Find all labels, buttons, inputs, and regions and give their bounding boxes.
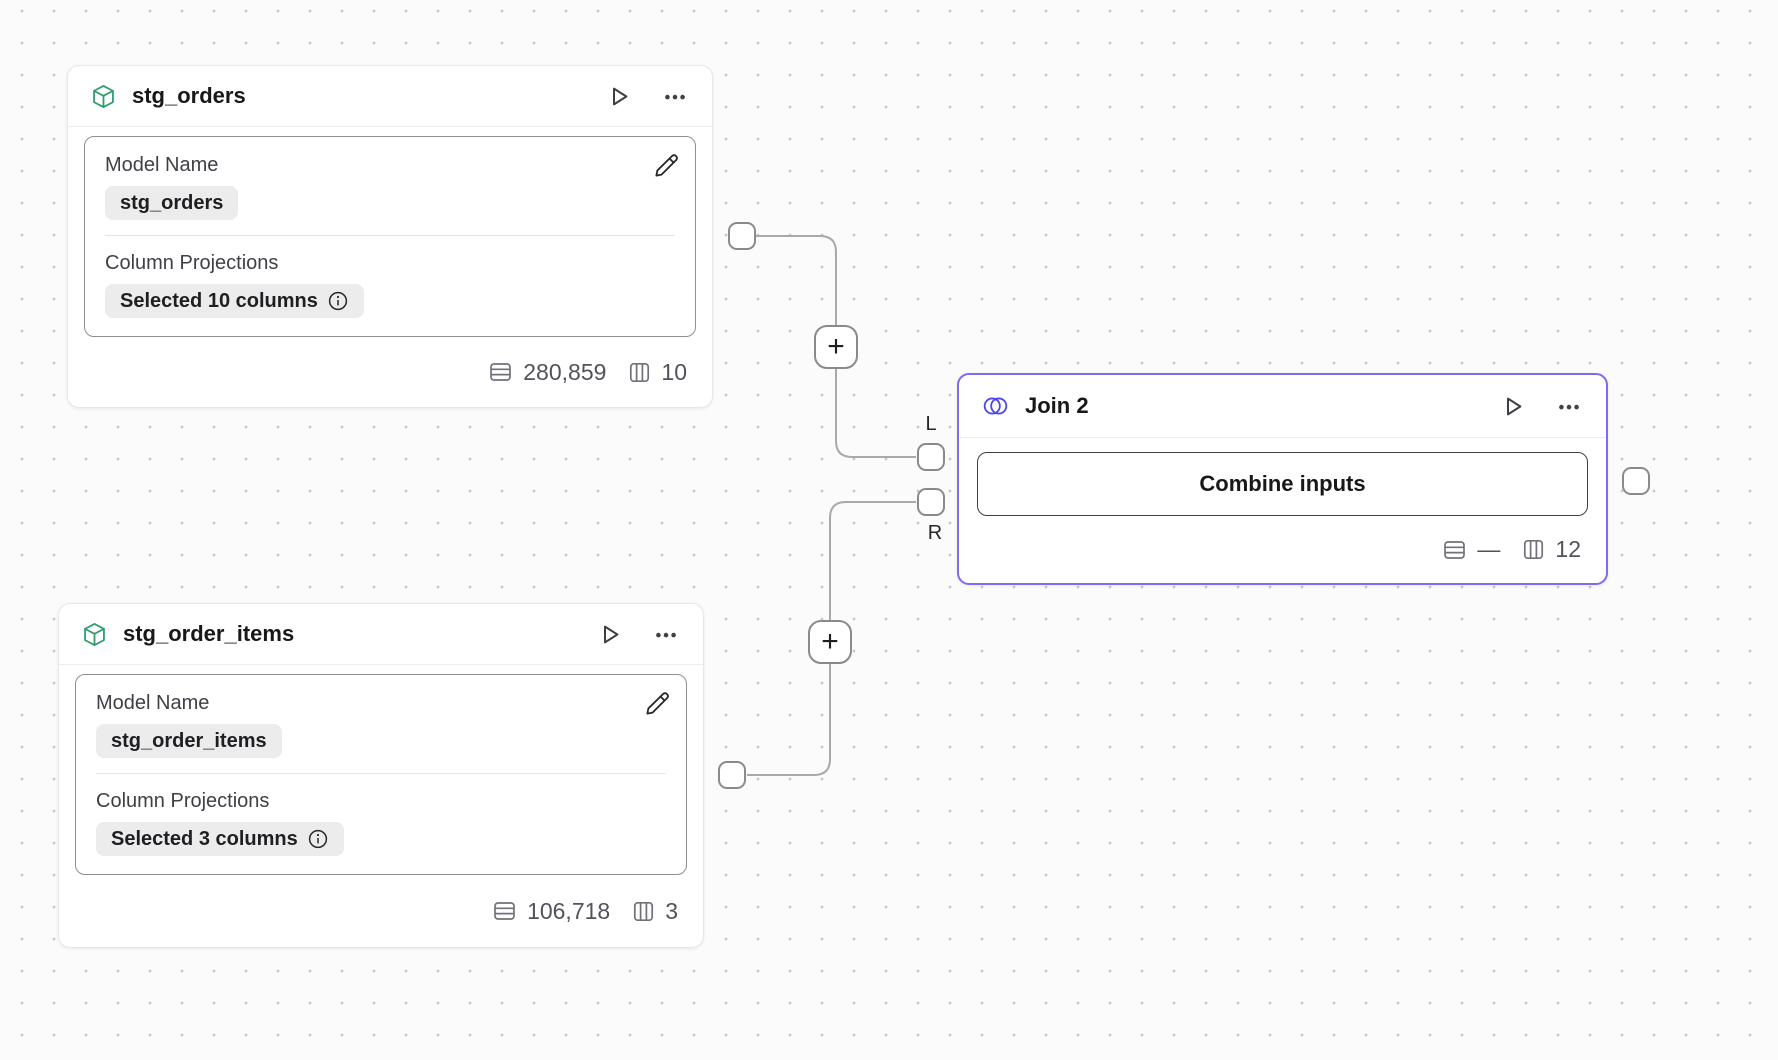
edit-pencil-icon[interactable] bbox=[651, 150, 682, 181]
node-join-2-header: Join 2 bbox=[959, 375, 1606, 438]
row-count: 280,859 bbox=[523, 358, 607, 385]
column-count: 3 bbox=[665, 897, 678, 924]
columns-icon bbox=[628, 361, 651, 384]
column-count: 12 bbox=[1555, 536, 1581, 562]
node-config-panel: Model Name stg_orders Column Projections… bbox=[84, 136, 696, 337]
column-projections-label: Column Projections bbox=[96, 790, 270, 812]
panel-divider bbox=[105, 235, 675, 236]
join-left-port-label: L bbox=[925, 413, 937, 435]
rows-icon bbox=[1442, 539, 1467, 561]
column-count-stat: 12 bbox=[1522, 536, 1581, 563]
add-node-on-wire-button-top[interactable]: + bbox=[814, 325, 858, 369]
node-stg-order-items[interactable]: stg_order_items bbox=[58, 603, 704, 948]
combine-inputs-button[interactable]: Combine inputs bbox=[977, 452, 1588, 516]
info-icon[interactable] bbox=[307, 828, 329, 850]
node-config-panel: Model Name stg_order_items Column Projec… bbox=[75, 674, 687, 875]
node-title: Join 2 bbox=[1025, 393, 1089, 418]
row-count: — bbox=[1477, 536, 1501, 562]
node-title: stg_order_items bbox=[123, 621, 295, 646]
columns-icon bbox=[632, 900, 655, 923]
node-stg-orders[interactable]: stg_orders bbox=[67, 65, 713, 408]
node-stg-orders-header: stg_orders bbox=[68, 66, 712, 127]
run-node-button[interactable] bbox=[1497, 391, 1528, 422]
run-node-button[interactable] bbox=[603, 81, 634, 112]
venn-icon bbox=[981, 393, 1010, 419]
node-title: stg_orders bbox=[132, 83, 246, 108]
port-stg-orders-output[interactable] bbox=[728, 222, 756, 250]
model-name-value[interactable]: stg_order_items bbox=[96, 724, 282, 758]
node-menu-button[interactable] bbox=[651, 619, 681, 649]
column-count: 10 bbox=[661, 358, 687, 385]
node-stg-order-items-header: stg_order_items bbox=[59, 604, 703, 665]
panel-divider bbox=[96, 773, 666, 774]
column-count-stat: 10 bbox=[628, 359, 687, 386]
info-icon[interactable] bbox=[327, 290, 349, 312]
run-node-button[interactable] bbox=[594, 619, 625, 650]
columns-icon bbox=[1522, 538, 1545, 561]
model-name-label: Model Name bbox=[96, 692, 210, 714]
edit-pencil-icon[interactable] bbox=[642, 688, 673, 719]
column-count-stat: 3 bbox=[632, 898, 678, 925]
row-count-stat: 106,718 bbox=[492, 898, 610, 925]
row-count-stat: — bbox=[1442, 536, 1500, 563]
cube-icon bbox=[81, 621, 108, 648]
rows-icon bbox=[488, 361, 513, 383]
column-projections-value[interactable]: Selected 10 columns bbox=[105, 284, 364, 318]
cube-icon bbox=[90, 83, 117, 110]
node-join-2[interactable]: Join 2 Combine inputs bbox=[957, 373, 1608, 585]
row-count-stat: 280,859 bbox=[488, 359, 606, 386]
node-menu-button[interactable] bbox=[1554, 391, 1584, 421]
node-stats: 280,859 10 bbox=[68, 337, 712, 407]
model-name-label: Model Name bbox=[105, 154, 219, 176]
column-projections-value[interactable]: Selected 3 columns bbox=[96, 822, 344, 856]
node-menu-button[interactable] bbox=[660, 81, 690, 111]
rows-icon bbox=[492, 900, 517, 922]
port-join-right-input[interactable] bbox=[917, 488, 945, 516]
port-join-left-input[interactable] bbox=[917, 443, 945, 471]
node-stats: 106,718 3 bbox=[59, 875, 703, 947]
node-stats: — 12 bbox=[959, 516, 1606, 583]
add-node-on-wire-button-bottom[interactable]: + bbox=[808, 620, 852, 664]
model-name-value[interactable]: stg_orders bbox=[105, 186, 239, 220]
port-stg-order-items-output[interactable] bbox=[718, 761, 746, 789]
join-right-port-label: R bbox=[927, 522, 943, 544]
column-projections-label: Column Projections bbox=[105, 252, 279, 274]
row-count: 106,718 bbox=[527, 897, 611, 924]
port-join-output[interactable] bbox=[1622, 467, 1650, 495]
